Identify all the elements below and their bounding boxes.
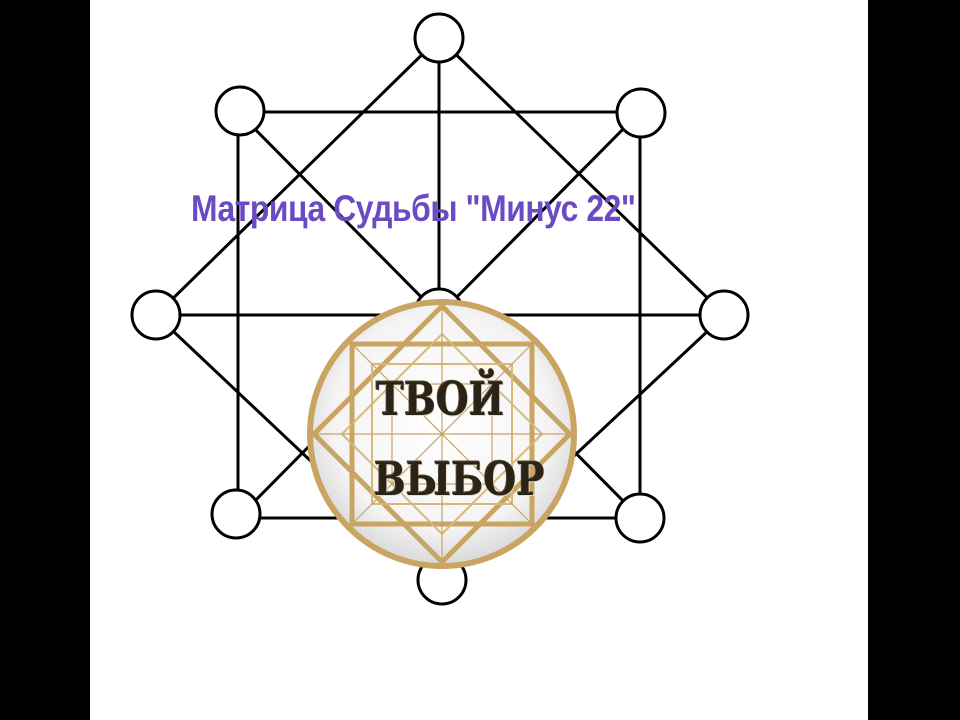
emblem-text-line2: ВЫБОР	[374, 452, 545, 506]
node-right	[698, 289, 750, 341]
node-top	[413, 12, 465, 64]
diagram-title: Матрица Судьбы "Минус 22"	[191, 188, 636, 229]
node-top-right	[615, 87, 667, 139]
emblem-text-line1: ТВОЙ	[376, 372, 505, 426]
node-left	[130, 289, 182, 341]
emblem-grid	[314, 306, 570, 562]
node-bottom-left	[210, 488, 262, 540]
node-bottom-right	[614, 492, 666, 544]
node-top-left	[214, 85, 266, 137]
emblem	[307, 299, 577, 569]
